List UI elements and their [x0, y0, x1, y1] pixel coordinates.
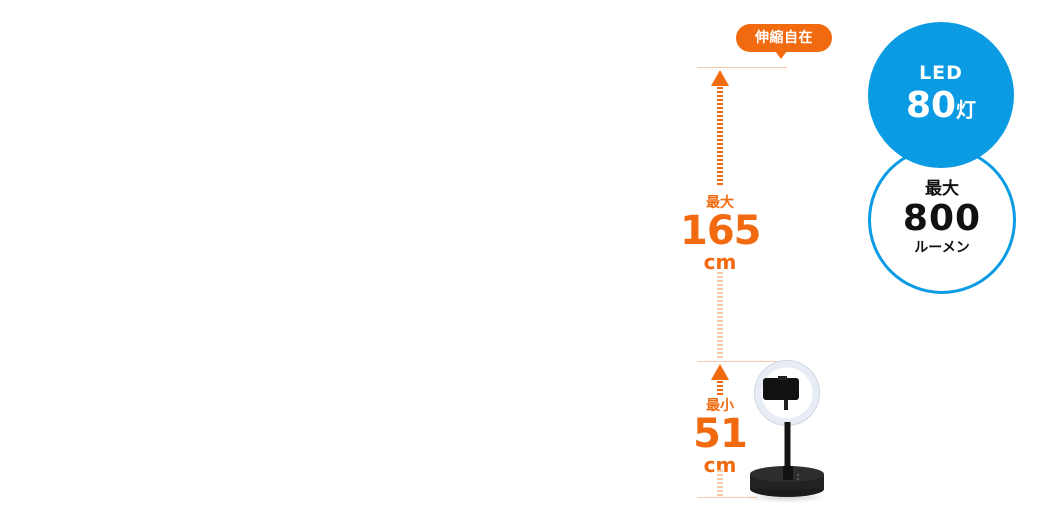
- max-label: 最大: [706, 195, 734, 211]
- led-count-circle: LED 80灯: [868, 22, 1014, 168]
- min-dashed-line-upper: [717, 381, 723, 395]
- max-unit: cm: [703, 250, 737, 274]
- smartphone: [763, 378, 799, 400]
- base-guide-line: [697, 497, 757, 498]
- min-unit: cm: [703, 453, 737, 477]
- extendable-badge: 伸縮自在: [736, 24, 832, 52]
- min-label: 最小: [706, 398, 734, 414]
- max-height-label: 最大 165 cm: [680, 195, 762, 274]
- badge-pointer: [775, 51, 787, 59]
- base-button: [796, 473, 800, 477]
- ring-light-product-image: [745, 360, 829, 503]
- max-dashed-line-lower: [717, 272, 723, 360]
- min-value: 51: [693, 411, 748, 457]
- min-top-guide-line: [697, 361, 787, 362]
- arrow-up-icon: [711, 70, 729, 86]
- max-height-guide-line: [697, 67, 787, 68]
- base-button: [796, 477, 800, 481]
- phone-mount: [784, 400, 788, 410]
- min-dashed-line-lower: [717, 470, 723, 496]
- lumen-circle: 最大 800 ルーメン: [868, 146, 1016, 294]
- phone-clamp: [778, 376, 787, 380]
- led-count-unit: 灯: [956, 98, 977, 122]
- lumen-unit: ルーメン: [914, 240, 970, 256]
- arrow-up-icon: [711, 364, 729, 380]
- led-count-value: 80: [905, 85, 957, 126]
- led-count: 80灯: [868, 86, 1014, 132]
- lumen-label: 最大: [925, 179, 959, 199]
- led-label: LED: [919, 62, 963, 84]
- lumen-value: 800: [902, 198, 982, 239]
- stand-pole: [784, 422, 791, 472]
- min-height-label: 最小 51 cm: [680, 398, 760, 476]
- max-value: 165: [680, 208, 762, 254]
- max-dashed-line-upper: [717, 87, 723, 187]
- pole-joint: [783, 466, 793, 480]
